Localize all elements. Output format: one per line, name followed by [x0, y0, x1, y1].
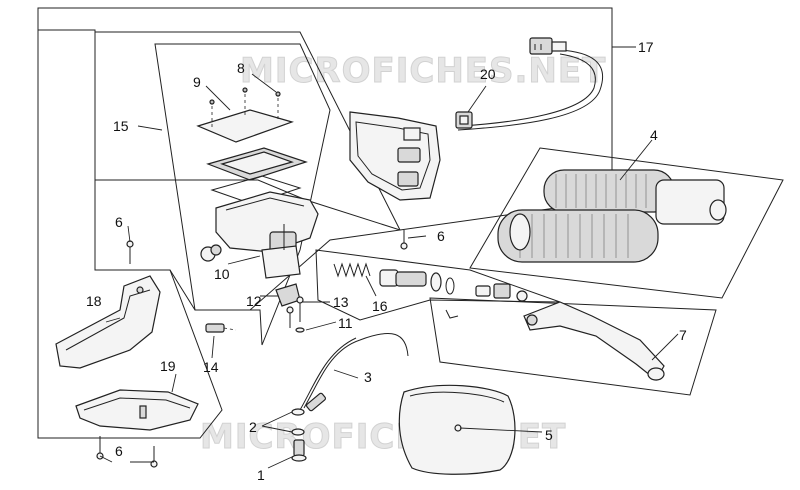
callout-18: 18	[86, 293, 102, 309]
switch-housing	[349, 111, 441, 201]
part-20-switch	[455, 111, 473, 129]
callout-7: 7	[679, 327, 687, 343]
frame-assembly-7	[429, 297, 717, 396]
callout-4: 4	[650, 127, 658, 143]
part-14-bleeder	[205, 323, 237, 333]
callout-13: 13	[333, 294, 349, 310]
frame-outer-left	[37, 8, 223, 439]
callout-8: 8	[237, 60, 245, 76]
callout-1: 1	[257, 467, 265, 483]
part-7-brake-lever	[445, 301, 665, 381]
callout-14: 14	[203, 359, 219, 375]
part-4-grip-lower	[497, 209, 659, 263]
callout-5: 5	[545, 427, 553, 443]
part-18-cover	[55, 275, 161, 369]
part-2-washers	[291, 408, 305, 436]
leader-lines	[99, 46, 679, 469]
part-3-brake-hose	[299, 332, 409, 412]
part-1-banjo-bolt	[291, 439, 307, 462]
part-12-clamp	[275, 283, 301, 307]
part-11-washer	[295, 327, 305, 333]
callout-6-bottom: 6	[115, 443, 123, 459]
callout-3: 3	[364, 369, 372, 385]
callout-19: 19	[160, 358, 176, 374]
part-13-bolts	[286, 296, 304, 328]
callout-9: 9	[193, 74, 201, 90]
watermark-top: MICROFICHES.NET	[240, 51, 606, 91]
callout-17: 17	[638, 39, 654, 55]
part-4-grip-upper	[543, 169, 727, 225]
reservoir-diaphragm	[206, 147, 308, 205]
part-16-piston-kit	[333, 262, 528, 302]
callout-20: 20	[480, 66, 496, 82]
master-cylinder-body	[200, 191, 319, 279]
part-19-cover	[75, 389, 199, 431]
callout-2: 2	[249, 419, 257, 435]
part-17-wiring-harness	[457, 37, 604, 131]
callout-6-left: 6	[115, 214, 123, 230]
frame-assembly-17	[37, 7, 613, 231]
callout-15: 15	[113, 118, 129, 134]
callout-11: 11	[338, 315, 353, 331]
frame-assembly-4	[469, 147, 784, 299]
callout-16: 16	[372, 298, 388, 314]
callout-12: 12	[246, 293, 262, 309]
callout-6-right: 6	[437, 228, 445, 244]
callout-10: 10	[214, 266, 230, 282]
part-9-reservoir-cover	[196, 87, 294, 143]
